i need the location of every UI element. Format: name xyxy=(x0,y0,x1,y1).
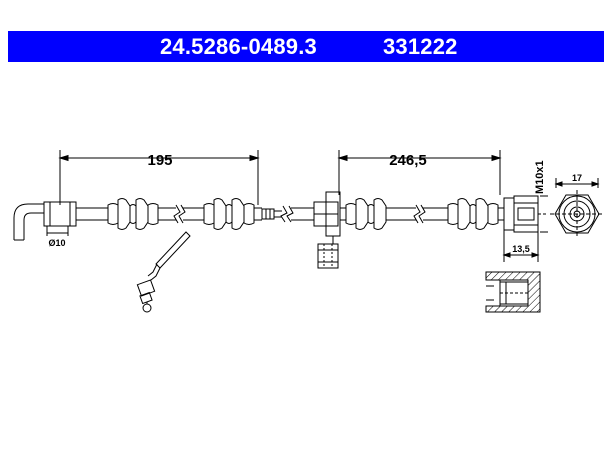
hose-segment-right xyxy=(340,198,504,230)
hex-end-view: 17 xyxy=(550,173,604,238)
metal-line-detail xyxy=(136,231,191,313)
hex-size-label: 17 xyxy=(572,173,582,183)
dimension-length-left: 195 xyxy=(58,150,260,205)
right-tube-nut xyxy=(503,195,546,233)
dimension-nut-length: 13,5 xyxy=(502,230,540,262)
reference-number: 331222 xyxy=(383,34,458,59)
title-bar: 24.5286-0489.3 331222 xyxy=(8,31,604,62)
thread-label: M10x1 xyxy=(534,160,546,194)
section-view xyxy=(485,271,541,313)
left-elbow-fitting xyxy=(13,201,77,241)
part-number: 24.5286-0489.3 xyxy=(160,34,317,59)
dimension-thread: M10x1 xyxy=(534,160,548,233)
mounting-bracket xyxy=(313,191,341,269)
nut-length-label: 13,5 xyxy=(512,244,530,254)
length-right-label: 246,5 xyxy=(389,152,427,169)
dimension-diameter: Ø10 xyxy=(46,226,69,248)
hose-segment-left xyxy=(76,198,275,230)
dimension-length-right: 246,5 xyxy=(337,150,502,195)
length-left-label: 195 xyxy=(147,152,172,169)
diameter-label: Ø10 xyxy=(48,238,65,248)
hose-break xyxy=(274,205,314,223)
